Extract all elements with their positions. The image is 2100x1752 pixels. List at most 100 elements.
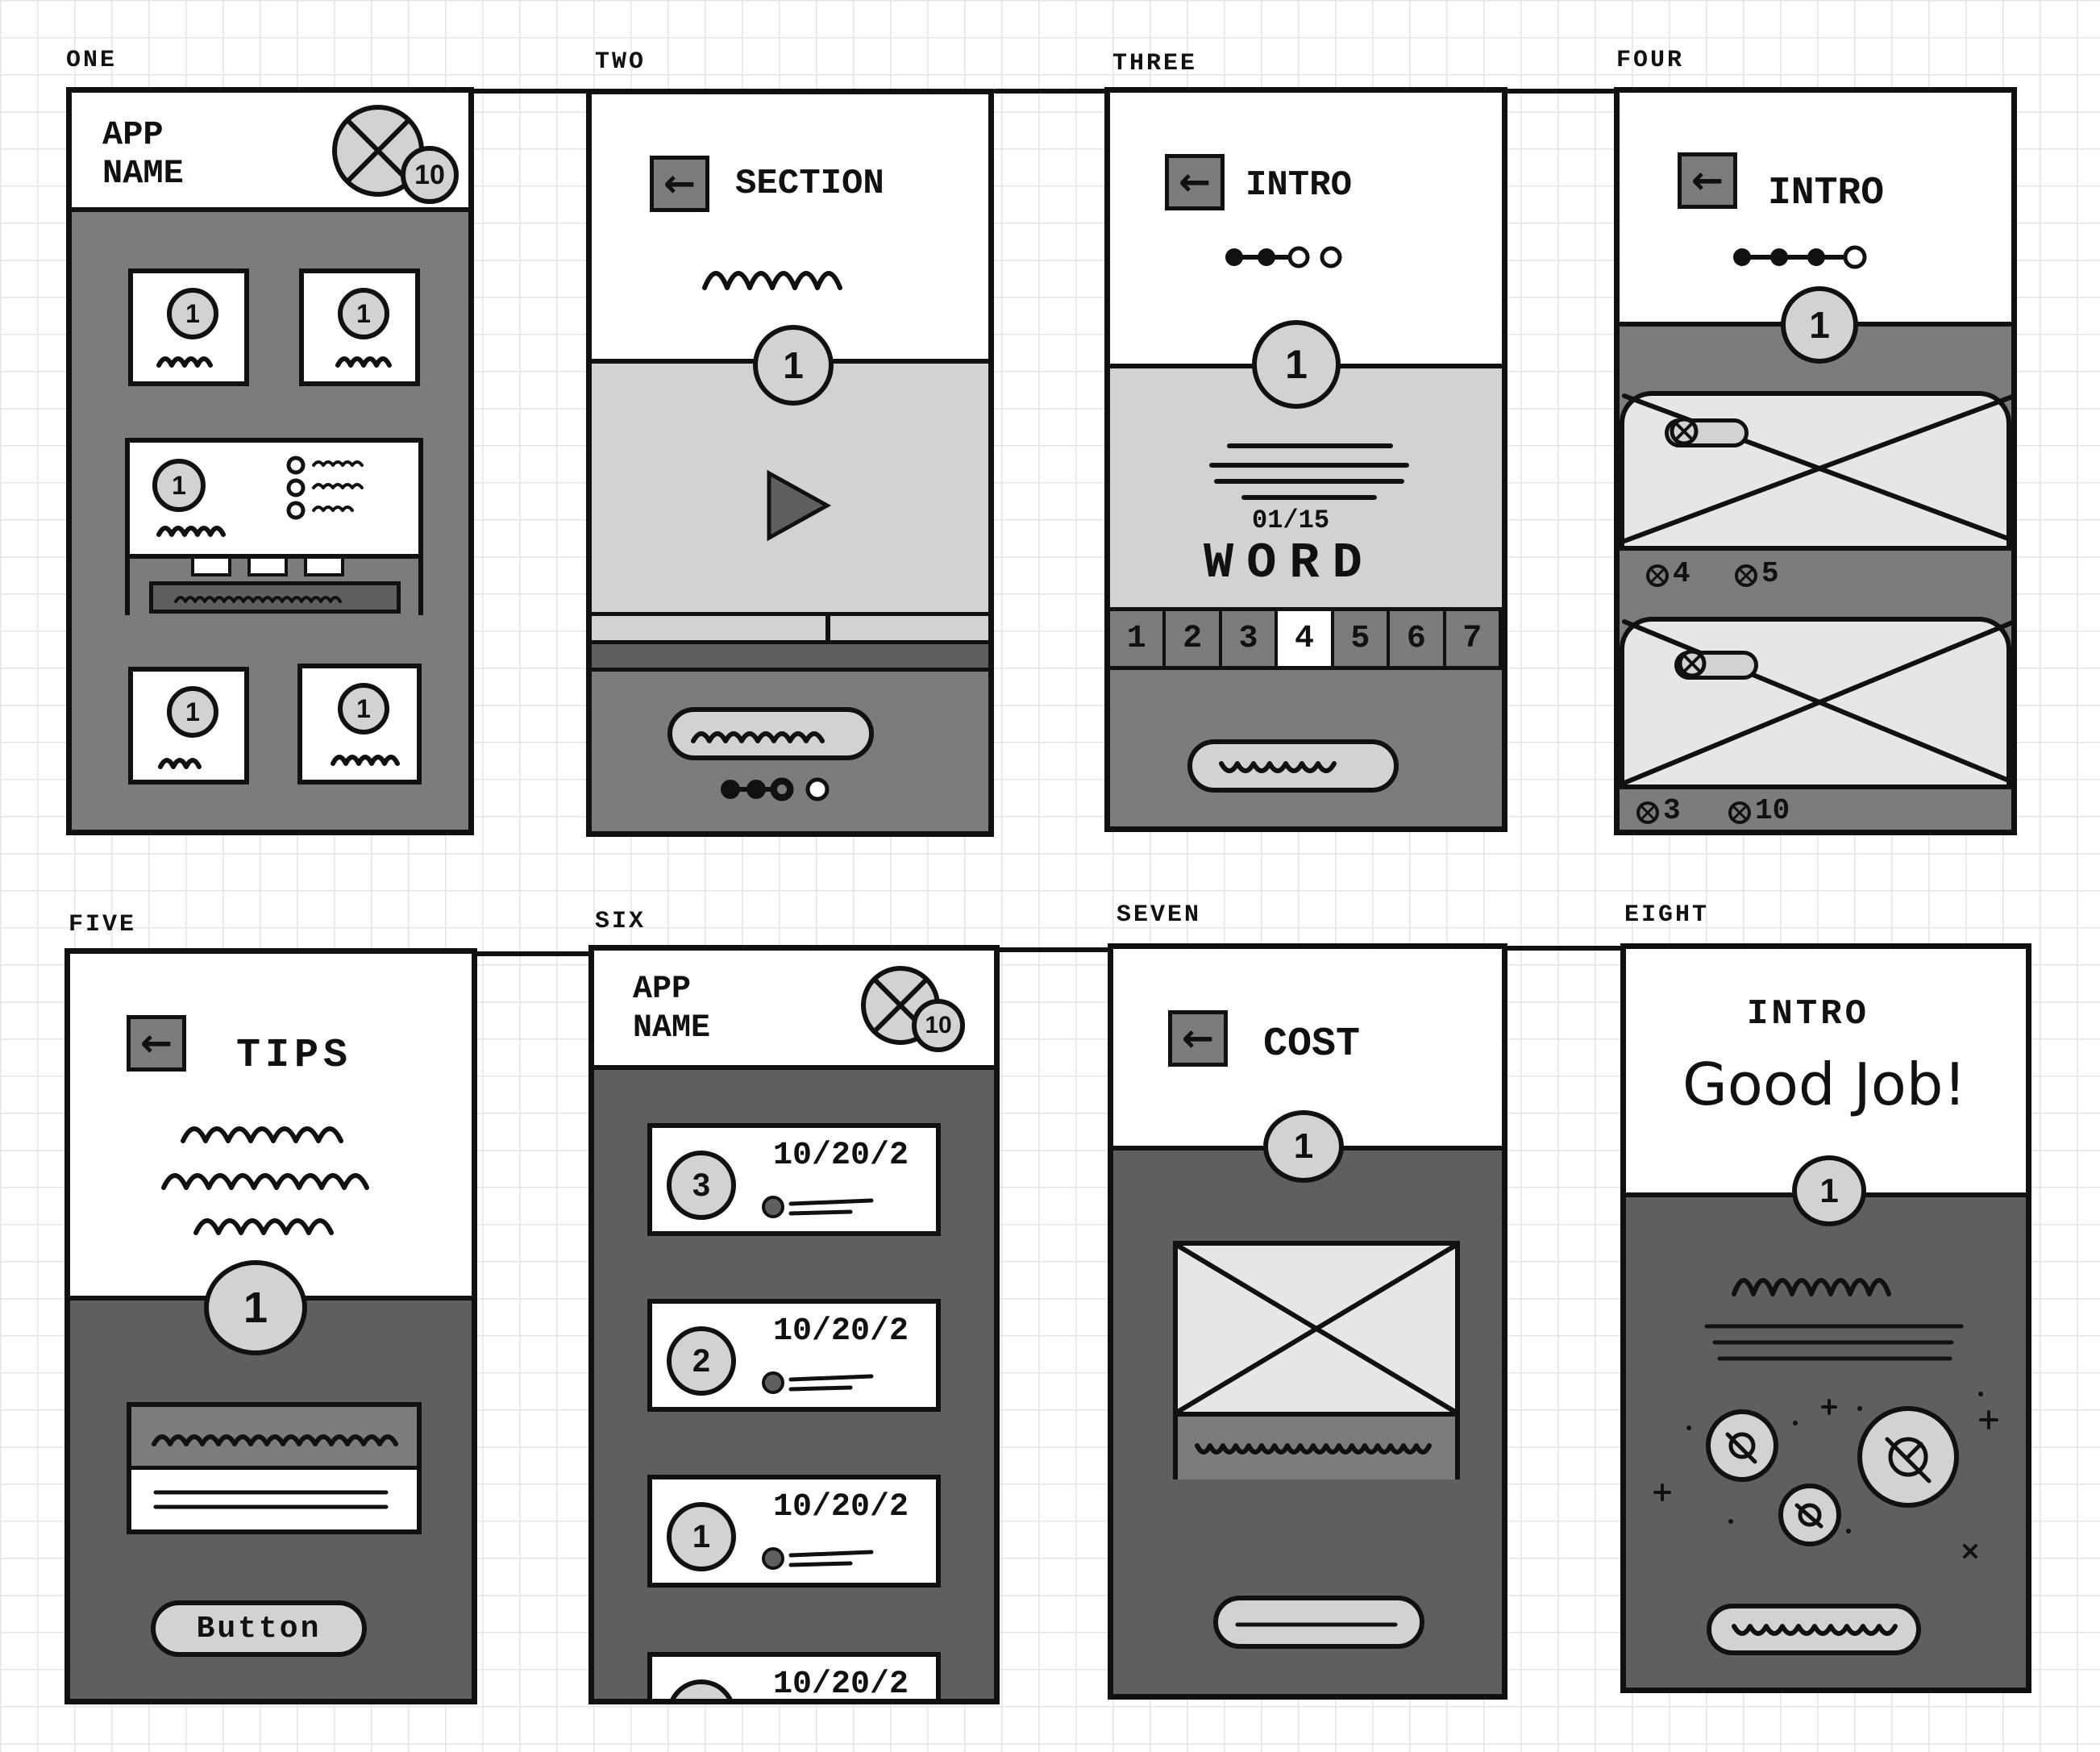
screen-title: INTRO xyxy=(1768,172,1885,215)
bottom-panel xyxy=(1110,670,1502,826)
content-area: 01/15 WORD xyxy=(1110,364,1502,607)
squiggle-text xyxy=(156,526,226,537)
close-icon xyxy=(1670,417,1699,446)
button-label: Button xyxy=(196,1611,322,1646)
play-icon[interactable] xyxy=(763,468,835,542)
option-list xyxy=(286,456,364,520)
flashcard-word: WORD xyxy=(1204,535,1375,592)
item-number-badge: 3 xyxy=(667,1151,736,1220)
screen-four: ← INTRO 4 5 3 10 1 xyxy=(1614,87,2017,835)
step-badge: 1 xyxy=(1792,1155,1866,1226)
squiggle-subtitle xyxy=(702,271,842,290)
item-number-badge xyxy=(667,1679,736,1699)
achievement-badges xyxy=(1653,1392,1998,1558)
history-item[interactable]: 10/20/2 xyxy=(647,1652,941,1703)
caption-four: FOUR xyxy=(1616,47,1685,74)
card[interactable]: 1 xyxy=(297,664,422,784)
card[interactable]: 1 xyxy=(128,667,249,784)
history-item[interactable]: 2 10/20/2 xyxy=(647,1299,941,1412)
primary-button[interactable] xyxy=(1187,739,1399,793)
text-lines xyxy=(1704,1324,1964,1361)
progress-dots xyxy=(1733,245,1867,269)
number-tab[interactable]: 1 xyxy=(1110,611,1166,666)
back-button[interactable]: ← xyxy=(650,156,709,212)
image-card[interactable] xyxy=(1620,391,2011,551)
card[interactable]: 1 xyxy=(299,268,420,386)
item-date: 10/20/2 xyxy=(773,1489,909,1525)
caption-seven: SEVEN xyxy=(1117,901,1202,929)
step-badge: 1 xyxy=(1781,286,1858,364)
progress-dots xyxy=(721,777,830,801)
card-number-badge: 1 xyxy=(152,459,206,512)
item-date: 10/20/2 xyxy=(773,1667,909,1703)
caption-three: THREE xyxy=(1112,50,1198,77)
number-tab[interactable]: 2 xyxy=(1166,611,1222,666)
back-button[interactable]: ← xyxy=(1165,154,1225,210)
number-tab[interactable]: 7 xyxy=(1445,611,1502,666)
image-placeholder-icon xyxy=(1175,1243,1458,1414)
number-tab[interactable]: 3 xyxy=(1221,611,1279,666)
screen-title: INTRO xyxy=(1747,994,1870,1034)
item-date: 10/20/2 xyxy=(773,1138,909,1174)
step-badge: 1 xyxy=(1252,320,1341,409)
back-button[interactable]: ← xyxy=(1168,1010,1228,1067)
squiggle-subtitle xyxy=(1732,1278,1891,1296)
content-area: Button xyxy=(70,1296,472,1699)
screen-five: ← TIPS Button 1 xyxy=(64,948,477,1704)
progress-dots xyxy=(1225,246,1342,268)
item-number-badge: 1 xyxy=(667,1502,736,1571)
primary-button[interactable] xyxy=(1213,1596,1424,1649)
app-name-line1: APP xyxy=(633,972,692,1008)
number-tab[interactable]: 5 xyxy=(1333,611,1391,666)
image-card[interactable] xyxy=(1620,617,2011,789)
app-name-line2: NAME xyxy=(102,154,184,193)
primary-button[interactable] xyxy=(1707,1604,1921,1655)
number-tab[interactable]: 4 xyxy=(1278,611,1334,666)
primary-button[interactable] xyxy=(667,707,874,760)
content-area: 1 1 1 xyxy=(72,212,468,830)
screen-title: INTRO xyxy=(1245,165,1353,206)
item-date: 10/20/2 xyxy=(773,1313,909,1350)
caption-eight: EIGHT xyxy=(1624,901,1710,929)
card-number-badge: 1 xyxy=(338,288,389,339)
item-number-badge: 2 xyxy=(667,1326,736,1396)
history-item[interactable]: 3 10/20/2 xyxy=(647,1123,941,1236)
content-area xyxy=(1113,1146,1502,1694)
caption-six: SIX xyxy=(595,908,647,935)
bottom-panel xyxy=(592,644,988,831)
app-name-line1: APP xyxy=(102,115,164,154)
squiggle-text xyxy=(156,356,213,368)
screen-title: SECTION xyxy=(735,164,884,204)
squiggle-text xyxy=(331,755,400,766)
avatar-icon[interactable] xyxy=(330,101,435,206)
headline: Good Job! xyxy=(1682,1051,1967,1118)
step-badge: 1 xyxy=(204,1260,307,1355)
back-button[interactable]: ← xyxy=(127,1015,186,1072)
caption-five: FIVE xyxy=(69,911,137,938)
card[interactable]: 1 xyxy=(128,268,249,386)
screen-title: TIPS xyxy=(236,1033,353,1079)
video-scrubber[interactable] xyxy=(592,612,988,644)
card-footer xyxy=(130,554,418,615)
word-counter: 01/15 xyxy=(1252,506,1330,535)
squiggle-tips xyxy=(161,1126,369,1235)
screen-eight: INTRO Good Job! 1 xyxy=(1620,943,2031,1693)
featured-card[interactable]: 1 xyxy=(125,438,423,615)
number-tab[interactable]: 6 xyxy=(1390,611,1446,666)
content-area xyxy=(1626,1192,2026,1687)
back-button[interactable]: ← xyxy=(1678,152,1737,209)
image-card[interactable] xyxy=(1173,1241,1460,1479)
tips-button[interactable]: Button xyxy=(151,1600,367,1657)
card-number-badge: 1 xyxy=(167,686,218,738)
card-number-badge: 1 xyxy=(167,288,218,339)
step-badge: 1 xyxy=(1263,1110,1344,1183)
history-list: 3 10/20/2 2 10/20/2 1 10/20/2 10/20/2 xyxy=(594,1070,994,1703)
card-number-badge: 1 xyxy=(338,683,389,735)
tip-card[interactable] xyxy=(127,1402,422,1534)
step-badge: 1 xyxy=(753,325,834,406)
history-item[interactable]: 1 10/20/2 xyxy=(647,1475,941,1588)
